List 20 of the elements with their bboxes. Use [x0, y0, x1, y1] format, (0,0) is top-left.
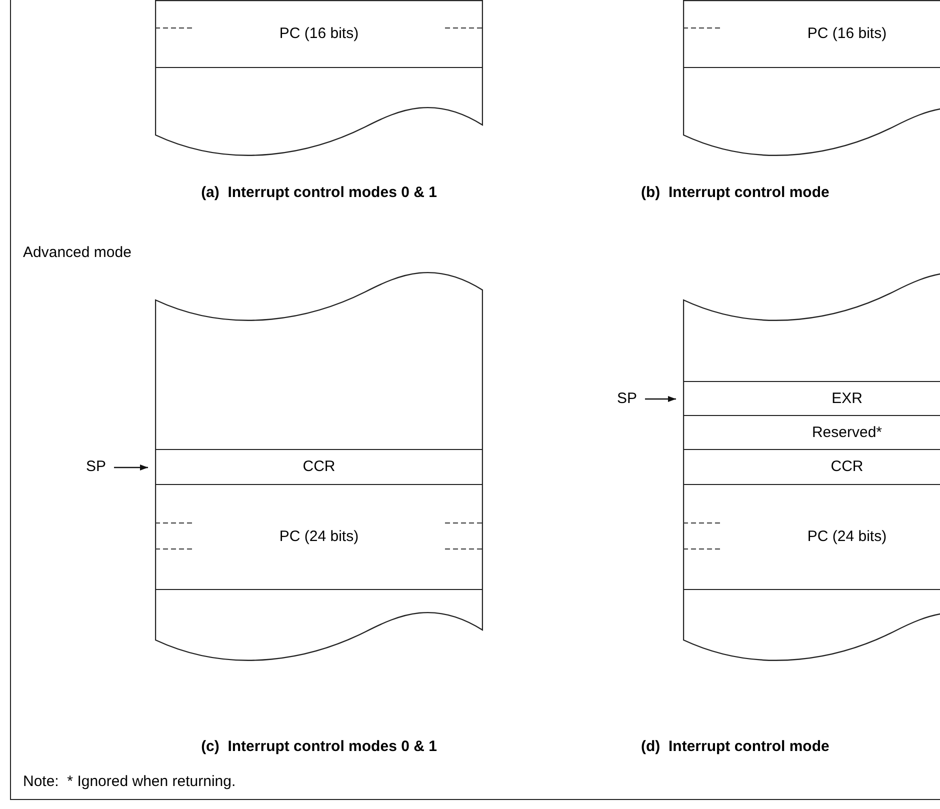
register-label: EXR: [830, 388, 864, 408]
footnote: Note: * Ignored when returning.: [23, 772, 236, 792]
register-label: PC (16 bits): [279, 24, 359, 44]
pointer-arrow: [114, 464, 148, 470]
figure-caption: (d) Interrupt control mode: [641, 737, 830, 757]
register-label: PC (16 bits): [807, 24, 887, 44]
register-label: PC (24 bits): [807, 527, 887, 547]
register-label: PC (24 bits): [279, 527, 359, 547]
register-label: CCR: [302, 457, 336, 477]
pointer-label: SP: [86, 456, 112, 478]
figure-caption: (c) Interrupt control modes 0 & 1: [200, 737, 438, 757]
figure-caption: (a) Interrupt control modes 0 & 1: [200, 183, 438, 203]
register-label: Reserved*: [810, 422, 884, 442]
section-heading: Advanced mode: [23, 243, 132, 263]
figure-caption: (b) Interrupt control mode: [641, 183, 830, 203]
pointer-label: SP: [617, 388, 643, 410]
register-label: CCR: [830, 457, 864, 477]
register-row: [683, 381, 940, 416]
pointer-arrow: [645, 396, 676, 402]
register-row: [155, 449, 483, 485]
